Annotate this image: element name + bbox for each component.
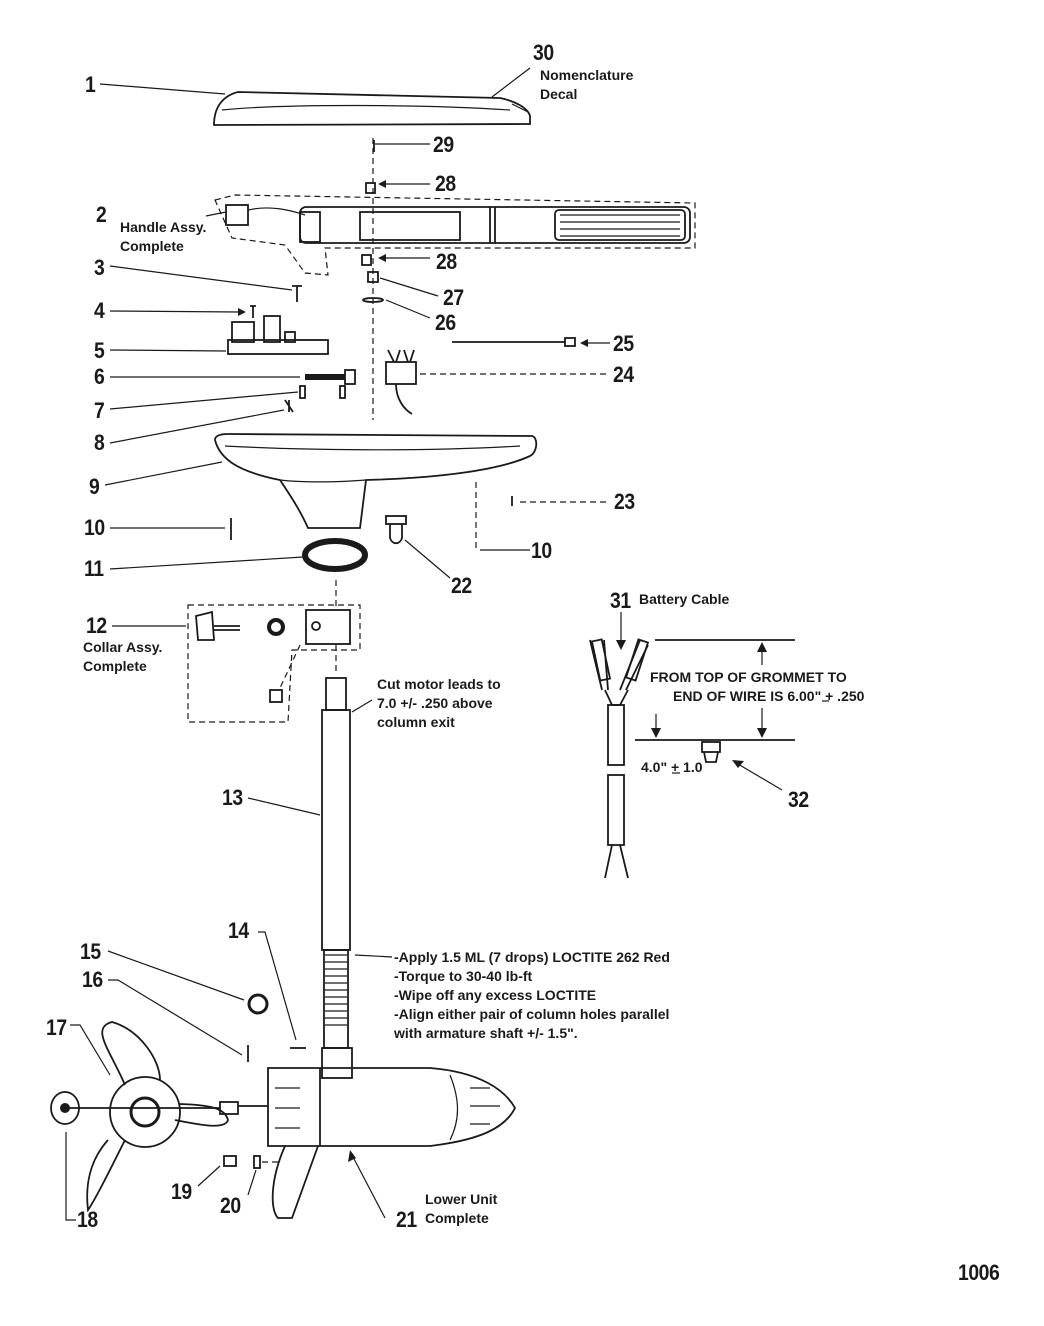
leader-32 (737, 763, 783, 791)
leader-15 (107, 950, 245, 1001)
leader-7 (109, 391, 299, 410)
part-switch (385, 349, 417, 415)
label-part-10-left: 10 (84, 515, 105, 540)
label-part-6: 6 (94, 364, 105, 389)
leader-20 (247, 1169, 257, 1196)
label-part-32: 32 (788, 787, 809, 812)
label-part-28-bottom: 28 (436, 249, 457, 274)
part-handle-assembly (214, 194, 696, 276)
leader-21 (351, 1154, 386, 1219)
leader-8 (109, 409, 285, 444)
label-part-24: 24 (613, 362, 634, 387)
label-part-28-top: 28 (435, 171, 456, 196)
note-nomenclature-decal: Nomenclature Decal (540, 67, 634, 102)
note-handle-assembly: Handle Assy. Complete (120, 219, 207, 254)
leader-18 (65, 1132, 76, 1221)
leader-4 (109, 310, 241, 313)
label-part-11: 11 (84, 556, 104, 581)
part-ring (302, 538, 368, 572)
leader-1 (99, 83, 226, 95)
label-part-12: 12 (86, 613, 107, 638)
leader-22 (404, 539, 451, 579)
leader-16 (108, 979, 243, 1056)
note-cut-motor-leads: Cut motor leads to 7.0 +/- .250 above co… (377, 676, 501, 730)
leader-9 (104, 461, 223, 486)
leader-14 (258, 931, 297, 1041)
label-part-14: 14 (228, 918, 249, 943)
part-grommet (385, 515, 407, 545)
label-part-17: 17 (46, 1015, 67, 1040)
leader-30 (491, 67, 531, 98)
leader-17 (70, 1024, 111, 1076)
note-battery-cable: Battery Cable (639, 591, 730, 607)
collar-assembly-outline (187, 604, 361, 723)
part-top-cover (213, 91, 531, 126)
page-number: 1006 (958, 1260, 1000, 1285)
note-dimension-4: 4.0" + 1.0 (641, 759, 703, 775)
label-part-10-right: 10 (531, 538, 552, 563)
label-part-21: 21 (396, 1207, 417, 1232)
note-lower-unit: Lower Unit Complete (425, 1191, 498, 1226)
label-part-20: 20 (220, 1193, 241, 1218)
label-part-13: 13 (222, 785, 243, 810)
part-battery-cable (589, 638, 650, 879)
part-cable-grommet (701, 741, 721, 763)
label-part-29: 29 (433, 132, 454, 157)
label-part-19: 19 (171, 1179, 192, 1204)
label-part-9: 9 (89, 474, 100, 499)
label-part-8: 8 (94, 430, 105, 455)
label-part-30: 30 (533, 40, 554, 65)
leader-cut-leads (351, 699, 373, 713)
part-circuit-board (227, 315, 329, 355)
note-assembly-instructions: -Apply 1.5 ML (7 drops) LOCTITE 262 Red … (394, 949, 670, 1041)
label-part-25: 25 (613, 331, 634, 356)
leader-3 (109, 265, 293, 291)
label-part-27: 27 (443, 285, 464, 310)
label-part-3: 3 (94, 255, 105, 280)
label-part-22: 22 (451, 573, 472, 598)
label-part-1: 1 (85, 72, 96, 97)
leader-26 (385, 299, 431, 319)
label-part-16: 16 (82, 967, 103, 992)
label-part-2: 2 (96, 202, 107, 227)
part-column (321, 677, 351, 1049)
label-part-23: 23 (614, 489, 635, 514)
label-part-26: 26 (435, 310, 456, 335)
part-collar (195, 609, 351, 703)
leader-5 (109, 349, 227, 352)
leader-2 (205, 211, 227, 217)
part-propeller (65, 1021, 268, 1213)
part-lower-housing (214, 433, 538, 529)
leader-27 (379, 277, 439, 297)
label-part-31: 31 (610, 588, 631, 613)
note-grommet-dimension: FROM TOP OF GROMMET TO END OF WIRE IS 6.… (650, 669, 865, 704)
note-collar-assembly: Collar Assy. Complete (83, 639, 163, 674)
leader-13 (247, 797, 321, 816)
label-part-7: 7 (94, 398, 105, 423)
label-part-15: 15 (80, 939, 101, 964)
label-part-5: 5 (94, 338, 105, 363)
leader-loctite (354, 954, 393, 958)
leader-11 (109, 556, 304, 570)
label-part-18: 18 (77, 1207, 98, 1232)
part-lower-unit (267, 1047, 517, 1219)
part-bolt (305, 369, 356, 385)
leader-19 (197, 1165, 221, 1187)
label-part-4: 4 (94, 298, 105, 323)
